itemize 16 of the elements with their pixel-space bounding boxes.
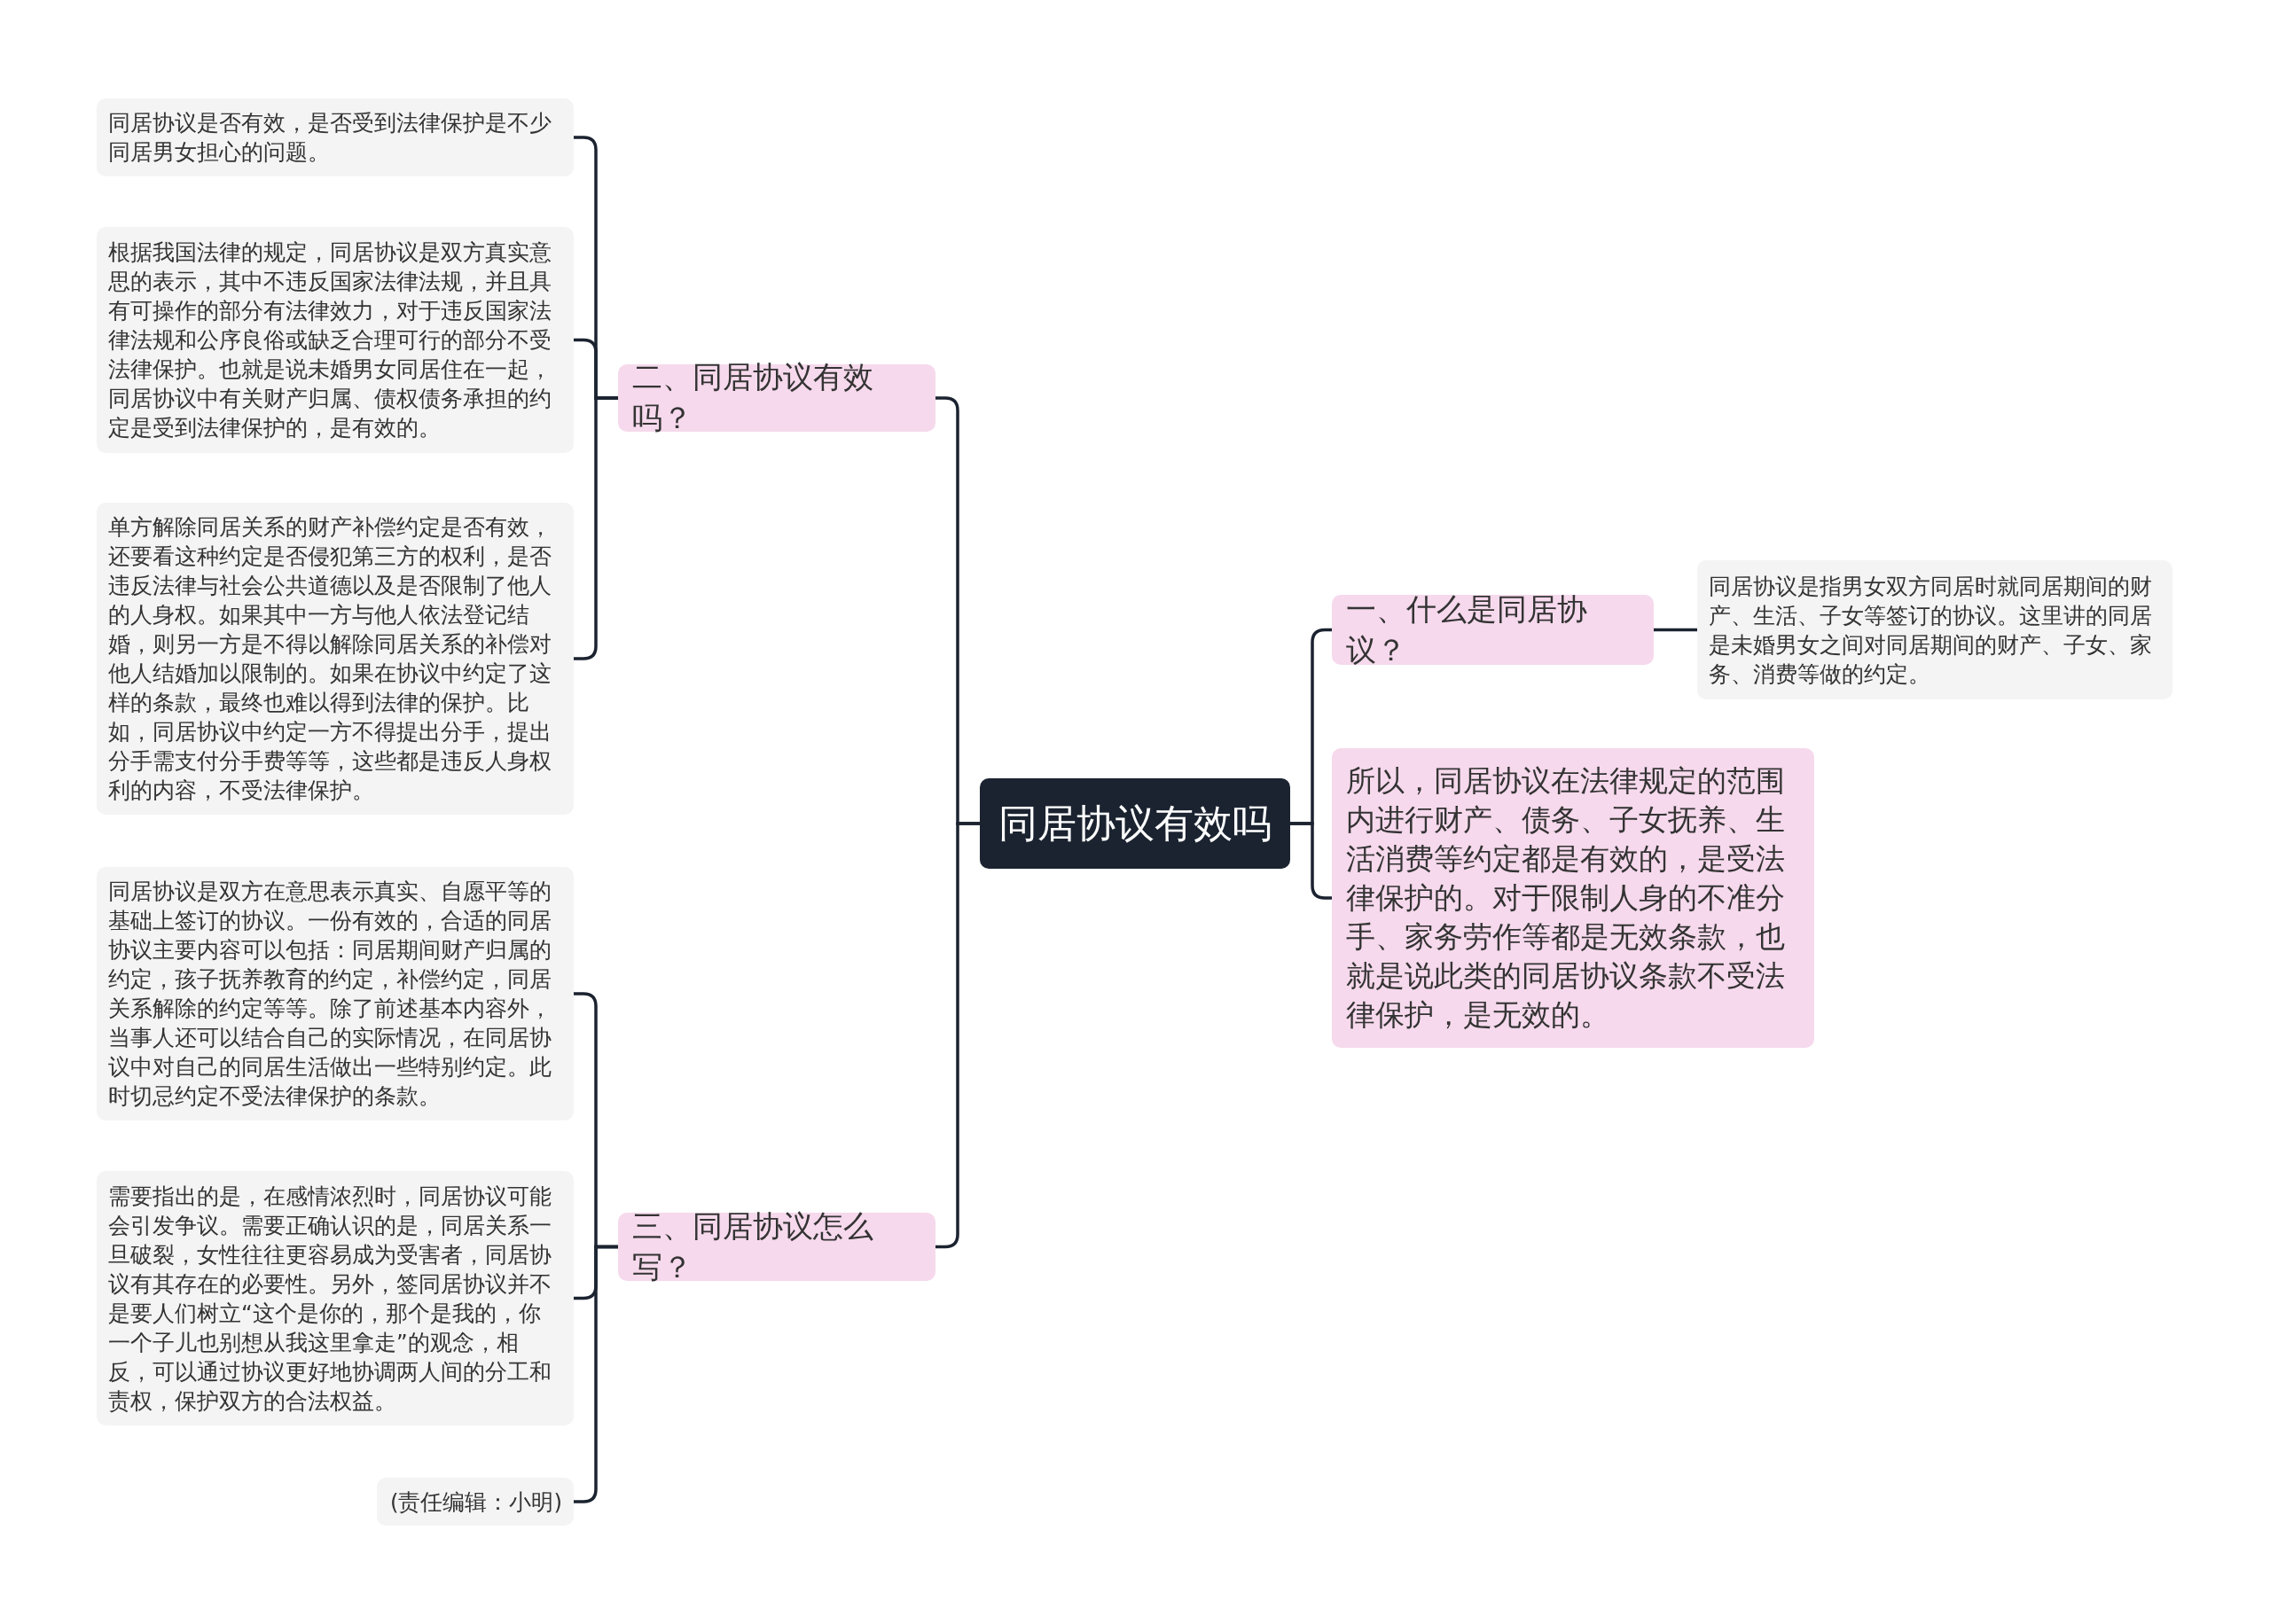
note-box: 同居协议是否有效，是否受到法律保护是不少同居男女担心的问题。 — [97, 98, 574, 176]
note-box: 根据我国法律的规定，同居协议是双方真实意思的表示，其中不违反国家法律法规，并且具有可操作的部分有法律效力，对于违反国家法律法规和公序良俗或缺乏合理可行的部分不受法律保护。也就是说未婚男女同居住在一起，同居协议中有关财产归属、债权债务承担的约定是受到法律保护的，是有效的。 — [97, 227, 574, 453]
connector-line — [574, 396, 618, 660]
connector-line — [1290, 822, 1332, 900]
connector-line — [935, 822, 980, 1249]
editor-note-box: (责任编辑：小明) — [377, 1478, 574, 1526]
root-topic-box: 同居协议有效吗 — [980, 778, 1290, 869]
note-box: 同居协议是双方在意思表示真实、自愿平等的基础上签订的协议。一份有效的，合适的同居协议主要内容可以包括：同居期间财产归属的约定，孩子抚养教育的约定，补偿约定，同居关系解除的约定等等。除了前述基本内容外，当事人还可以结合自己的实际情况，在同居协议中对自己的同居生活做出一些特别约定。此时切忌约定不受法律保护的条款。 — [97, 867, 574, 1120]
connector-line — [1654, 628, 1697, 632]
topic-box: 一、什么是同居协议？ — [1332, 595, 1654, 665]
topic-box: 三、同居协议怎么写？ — [618, 1213, 935, 1281]
note-box: 同居协议是指男女双方同居时就同居期间的财产、生活、子女等签订的协议。这里讲的同居是未婚男女之间对同居期间的财产、子女、家务、消费等做的约定。 — [1697, 560, 2172, 699]
note-box: 单方解除同居关系的财产补偿约定是否有效，还要看这种约定是否侵犯第三方的权利，是否违反法律与社会公共道德以及是否限制了他人的人身权。如果其中一方与他人依法登记结婚，则另一方是不得以解除同居关系的补偿对他人结婚加以限制的。如果在协议中约定了这样的条款，最终也难以得到法律的保护。比如，同居协议中约定一方不得提出分手，提出分手需支付分手费等等，这些都是违反人身权利的内容，不受法律保护。 — [97, 503, 574, 815]
connector-line — [574, 1245, 618, 1503]
topic-box: 所以，同居协议在法律规定的范围内进行财产、债务、子女抚养、生活消费等约定都是有效的，是受法律保护的。对于限制人身的不准分手、家务劳作等都是无效条款，也就是说此类的同居协议条款不受法律保护，是无效的。 — [1332, 748, 1814, 1048]
note-box: 需要指出的是，在感情浓烈时，同居协议可能会引发争议。需要正确认识的是，同居关系一旦破裂，女性往往更容易成为受害者，同居协议有其存在的必要性。另外，签同居协议并不是要人们树立“这个是你的，那个是我的，你一个子儿也别想从我这里拿走”的观念，相反，可以通过协议更好地协调两人间的分工和责权，保护双方的合法权益。 — [97, 1171, 574, 1425]
